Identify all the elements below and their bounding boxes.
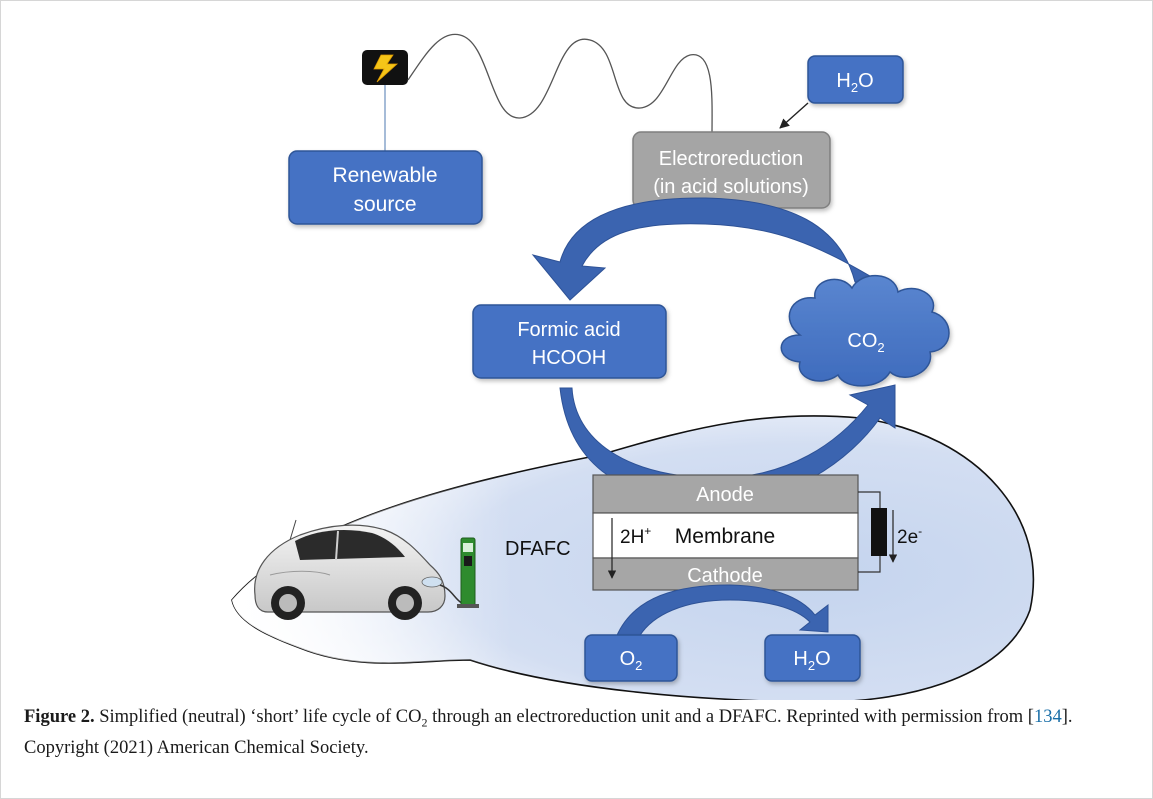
top-cycle-arrow bbox=[531, 197, 882, 301]
co2-cloud-icon bbox=[780, 274, 950, 387]
membrane-layer bbox=[592, 512, 859, 559]
fuel-cell-stack bbox=[592, 474, 859, 591]
external-circuit bbox=[858, 491, 887, 573]
anode-layer bbox=[592, 474, 859, 514]
formic-label-line2: HCOOH bbox=[532, 347, 606, 369]
h2o-top-label: H2O bbox=[836, 70, 873, 95]
electron-label: 2e- bbox=[897, 524, 922, 548]
electroreduction-label-line2: (in acid solutions) bbox=[653, 176, 809, 198]
oxygen-to-water-arrow bbox=[614, 584, 829, 646]
renewable-source-box bbox=[288, 150, 483, 225]
life-cycle-diagram: Renewable source H2O Electroreduction (i… bbox=[231, 33, 1035, 700]
formic-label-line1: Formic acid bbox=[517, 319, 620, 341]
figure-caption: Figure 2. Simplified (neutral) ‘short’ l… bbox=[24, 707, 1073, 758]
power-wire bbox=[407, 33, 713, 136]
proton-label: 2H+ bbox=[620, 524, 651, 548]
charging-station-icon bbox=[457, 537, 479, 608]
figure-label: Figure 2. bbox=[24, 707, 95, 727]
h2o-input-arrow bbox=[779, 102, 809, 129]
co2-label: CO2 bbox=[847, 330, 884, 355]
h2o-bottom-label: H2O bbox=[793, 648, 830, 673]
h2o-bottom-box bbox=[764, 634, 861, 682]
electric-car-icon bbox=[254, 519, 471, 620]
electroreduction-label-line1: Electroreduction bbox=[659, 148, 804, 170]
o2-box bbox=[584, 634, 678, 682]
o2-label: O2 bbox=[620, 648, 643, 673]
cathode-label: Cathode bbox=[687, 565, 763, 587]
renewable-label-line2: source bbox=[353, 193, 416, 216]
renewable-label-line1: Renewable bbox=[332, 164, 437, 187]
membrane-label: Membrane bbox=[675, 525, 775, 548]
reference-link[interactable]: 134 bbox=[1033, 707, 1062, 727]
h2o-top-box bbox=[807, 55, 904, 104]
lightning-bolt-icon bbox=[362, 50, 408, 85]
formic-acid-box bbox=[472, 304, 667, 379]
anode-label: Anode bbox=[696, 484, 754, 506]
dfafc-label: DFAFC bbox=[505, 538, 571, 560]
load-resistor bbox=[871, 508, 887, 556]
